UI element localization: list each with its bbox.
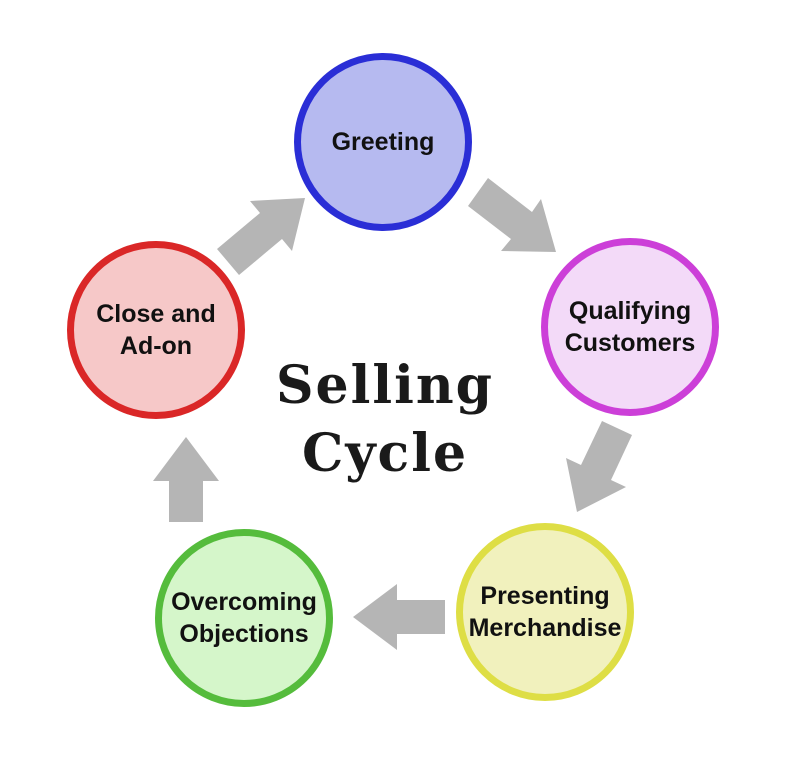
- node-overcoming-objections-label: Overcoming Objections: [171, 587, 317, 649]
- arrow-presenting-to-overcoming: [353, 584, 445, 650]
- diagram-title-line2: Cycle: [301, 422, 469, 484]
- node-greeting-label: Greeting: [331, 127, 435, 156]
- node-presenting-merchandise: Presenting Merchandise: [456, 523, 634, 701]
- node-overcoming-objections: Overcoming Objections: [155, 529, 333, 707]
- node-close-and-ad-on: Close and Ad-on: [67, 241, 245, 419]
- node-greeting: Greeting: [294, 53, 472, 231]
- node-close-and-ad-on-label: Close and Ad-on: [96, 299, 216, 361]
- diagram-title: Selling Cycle: [185, 352, 585, 487]
- arrow-close-to-greeting: [217, 198, 305, 275]
- arrow-greeting-to-qualifying: [468, 178, 556, 252]
- node-qualifying-customers: Qualifying Customers: [541, 238, 719, 416]
- node-qualifying-customers-label: Qualifying Customers: [564, 296, 696, 358]
- diagram-title-line1: Selling: [275, 355, 495, 416]
- node-presenting-merchandise-label: Presenting Merchandise: [468, 581, 622, 643]
